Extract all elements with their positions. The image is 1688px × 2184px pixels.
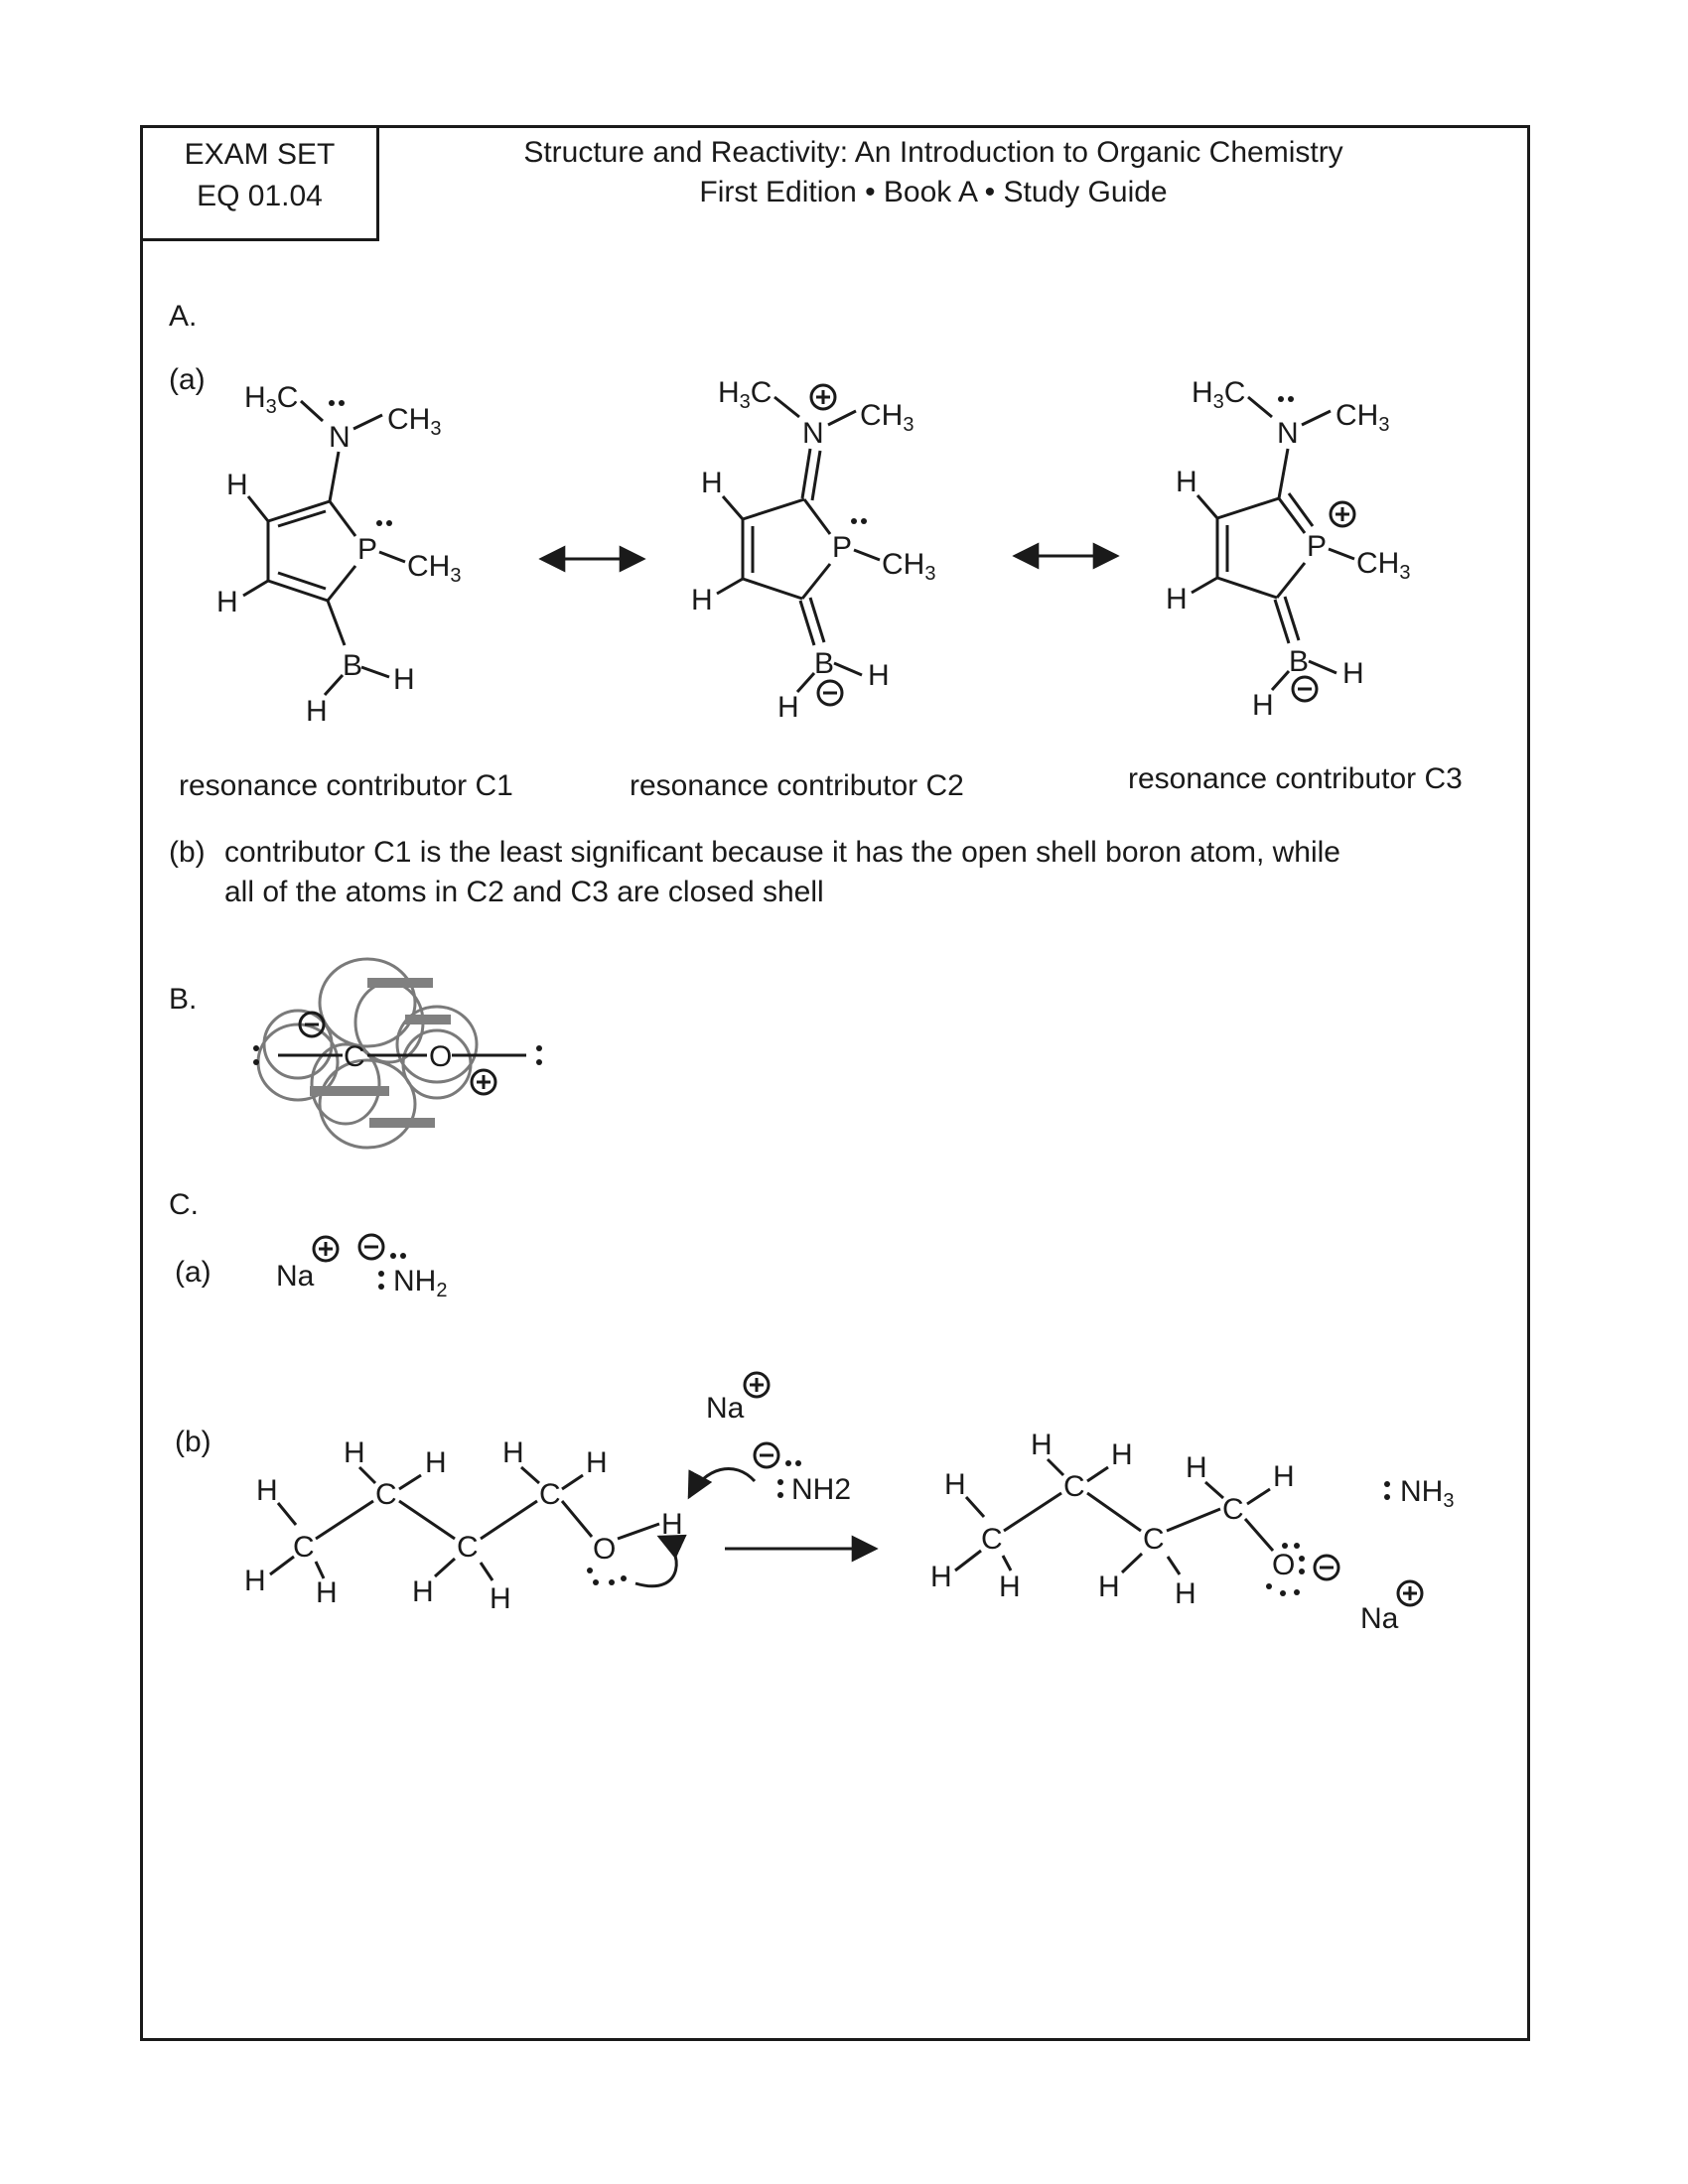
svg-text:H: H xyxy=(1031,1429,1053,1461)
svg-text:H: H xyxy=(868,659,890,692)
svg-text:H: H xyxy=(412,1575,434,1608)
svg-text:H: H xyxy=(1273,1460,1295,1493)
section-c-part-a-label: (a) xyxy=(175,1256,211,1289)
svg-text:CH3: CH3 xyxy=(1336,399,1389,436)
svg-text:Na: Na xyxy=(706,1392,745,1425)
svg-text:O: O xyxy=(593,1533,616,1566)
svg-text:H: H xyxy=(701,467,723,499)
title-line-2: First Edition • Book A • Study Guide xyxy=(699,176,1168,208)
svg-text:C: C xyxy=(375,1478,397,1511)
svg-text:H: H xyxy=(586,1446,608,1479)
svg-text:O: O xyxy=(429,1040,452,1073)
svg-text:H: H xyxy=(1176,466,1197,498)
svg-text:CH3: CH3 xyxy=(1356,547,1410,584)
svg-text:H: H xyxy=(1342,657,1364,690)
caption-c3: resonance contributor C3 xyxy=(1128,762,1463,795)
svg-text:N: N xyxy=(802,417,824,450)
orbital-diagram: C O xyxy=(253,957,542,1150)
svg-text:C: C xyxy=(981,1523,1003,1556)
svg-text:P: P xyxy=(357,533,377,566)
section-a-label: A. xyxy=(169,300,198,333)
section-a-part-a-label: (a) xyxy=(169,363,206,396)
svg-text:C: C xyxy=(457,1531,479,1564)
svg-text:H: H xyxy=(1111,1438,1133,1471)
exam-set-label: EXAM SET xyxy=(184,138,336,171)
exam-code: EQ 01.04 xyxy=(197,180,323,212)
exam-set-box: EXAM SET EQ 01.04 xyxy=(140,125,379,241)
caption-c2: resonance contributor C2 xyxy=(630,769,964,802)
ammonia-product: NH3 xyxy=(1384,1475,1454,1512)
svg-text:H: H xyxy=(944,1468,966,1501)
svg-text:H: H xyxy=(1098,1570,1120,1603)
svg-text:CH3: CH3 xyxy=(407,550,461,587)
svg-text:H: H xyxy=(691,584,713,616)
svg-text:H: H xyxy=(1175,1577,1196,1610)
svg-text:H: H xyxy=(1252,689,1274,722)
part-b-text-line-1: contributor C1 is the least significant … xyxy=(224,836,1340,869)
resonance-structure-c2: H3C N CH3 P CH3 H H B H H xyxy=(691,376,935,724)
svg-text:H: H xyxy=(344,1436,365,1469)
svg-text:C: C xyxy=(1222,1493,1244,1526)
svg-text:H: H xyxy=(777,691,799,724)
svg-text:C: C xyxy=(293,1531,315,1564)
svg-text:H: H xyxy=(256,1474,278,1507)
svg-text:H: H xyxy=(316,1576,338,1609)
svg-text:H: H xyxy=(999,1570,1021,1603)
svg-text:P: P xyxy=(832,531,852,564)
svg-text:H: H xyxy=(306,695,328,728)
page-title: Structure and Reactivity: An Introductio… xyxy=(397,133,1470,212)
svg-text:C: C xyxy=(1063,1470,1085,1503)
svg-text:H: H xyxy=(1166,583,1188,615)
section-c-part-b-label: (b) xyxy=(175,1426,211,1458)
svg-text:B: B xyxy=(814,647,834,680)
svg-text:N: N xyxy=(1277,417,1299,450)
resonance-structure-c1: H3C N CH3 P CH3 H H B H H xyxy=(216,381,461,728)
resonance-structure-c3: H3C N CH3 P CH3 H H B H H xyxy=(1166,376,1410,722)
svg-text:O: O xyxy=(1272,1549,1295,1581)
svg-text:N: N xyxy=(329,421,351,454)
svg-text:H: H xyxy=(502,1436,524,1469)
amide-base: Na NH2 xyxy=(687,1371,851,1506)
svg-text:CH3: CH3 xyxy=(860,399,914,436)
svg-text:H3C: H3C xyxy=(244,381,298,418)
svg-text:H: H xyxy=(244,1565,266,1597)
svg-text:C: C xyxy=(344,1040,365,1073)
section-b-label: B. xyxy=(169,983,198,1016)
svg-text:C: C xyxy=(539,1478,561,1511)
page-border xyxy=(140,125,1530,2041)
svg-text:B: B xyxy=(343,649,362,682)
svg-text:H: H xyxy=(490,1582,511,1615)
svg-text:Na: Na xyxy=(1360,1602,1399,1635)
section-c-label: C. xyxy=(169,1188,199,1221)
svg-text:Na: Na xyxy=(276,1260,315,1293)
svg-text:CH3: CH3 xyxy=(387,403,441,440)
svg-text:H3C: H3C xyxy=(1192,376,1245,413)
butoxide-product: C C C C O H H H H H H H H H Na xyxy=(930,1429,1424,1635)
title-line-1: Structure and Reactivity: An Introductio… xyxy=(523,136,1343,169)
svg-text:H: H xyxy=(226,469,248,501)
part-b-text-line-2: all of the atoms in C2 and C3 are closed… xyxy=(224,876,824,908)
svg-text:H: H xyxy=(393,663,415,696)
svg-text:H: H xyxy=(1186,1451,1207,1484)
svg-text:H: H xyxy=(425,1446,447,1479)
section-a-part-b-label: (b) xyxy=(169,836,206,869)
caption-c1: resonance contributor C1 xyxy=(179,769,513,802)
svg-text:NH2: NH2 xyxy=(393,1265,447,1301)
svg-text:P: P xyxy=(1307,530,1327,563)
svg-text:NH2: NH2 xyxy=(791,1473,851,1506)
sodium-amide: Na NH2 xyxy=(276,1233,447,1301)
svg-text:B: B xyxy=(1289,645,1309,678)
svg-text:H: H xyxy=(661,1508,683,1541)
svg-text:H: H xyxy=(930,1561,952,1593)
svg-text:H3C: H3C xyxy=(718,376,772,413)
svg-text:H: H xyxy=(216,586,238,618)
svg-text:NH3: NH3 xyxy=(1400,1475,1454,1512)
butanol-reactant: C C C C O H H H H H H H H H H xyxy=(244,1436,687,1615)
svg-text:C: C xyxy=(1143,1523,1165,1556)
svg-text:CH3: CH3 xyxy=(882,548,935,585)
